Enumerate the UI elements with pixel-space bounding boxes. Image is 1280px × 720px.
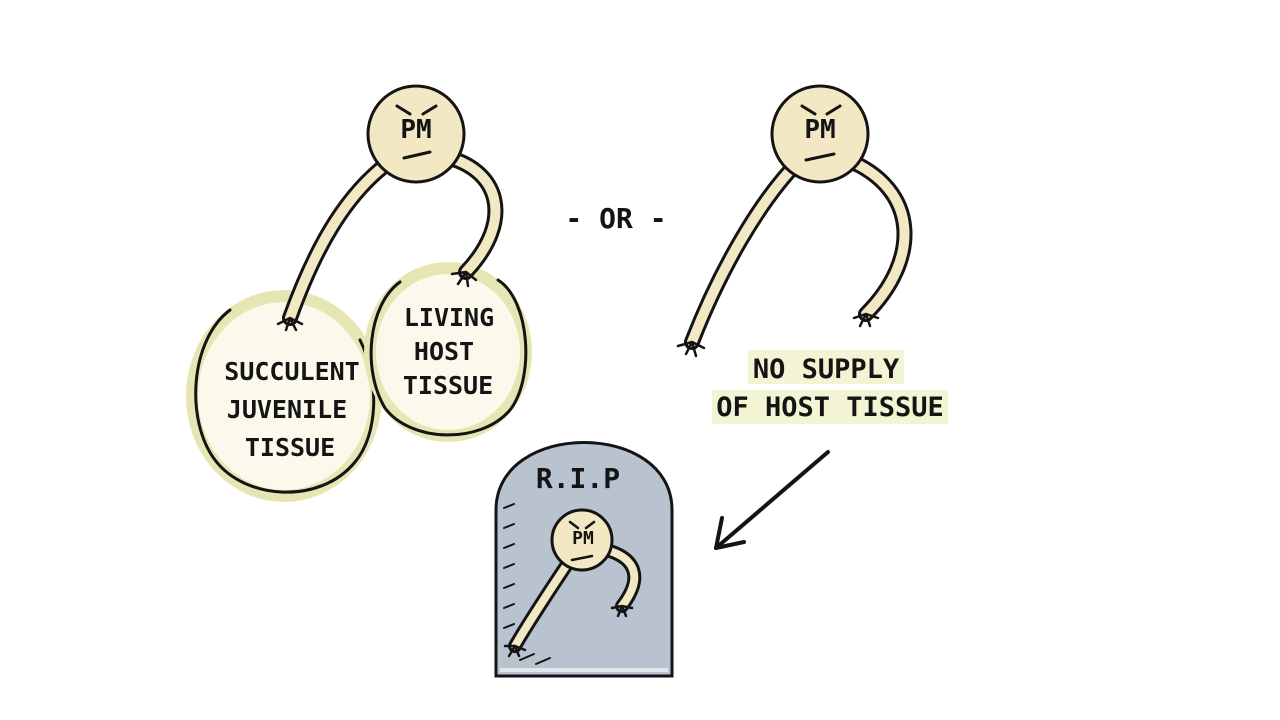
host-label-line-1: LIVING [404, 303, 494, 332]
creature-label: PM [804, 115, 835, 145]
left-scene: SUCCULENT JUVENILE TISSUE LIVING HOST TI… [186, 84, 532, 502]
right-scene: PM NO SUPPLY OF HOST TISSUE [676, 84, 948, 550]
tissue-circle-succulent: SUCCULENT JUVENILE TISSUE [186, 290, 382, 502]
or-separator: - OR - [565, 202, 666, 235]
arrow-down-left-icon [714, 450, 830, 550]
creature-label: PM [400, 115, 431, 145]
left-creature-arms [276, 148, 504, 332]
no-supply-caption: NO SUPPLY OF HOST TISSUE [712, 350, 948, 424]
tissue-label-line-3: TISSUE [245, 433, 335, 462]
tissue-label-line-2: JUVENILE [227, 395, 347, 424]
caption-line-1: NO SUPPLY [753, 354, 900, 385]
creature-label: PM [572, 528, 594, 549]
host-label-line-3: TISSUE [403, 371, 493, 400]
tissue-circle-living-host: LIVING HOST TISSUE [364, 262, 532, 442]
tomb-creature: PM [503, 508, 642, 658]
right-creature-head: PM [770, 84, 870, 184]
caption-line-2: OF HOST TISSUE [716, 392, 944, 423]
rip-inscription: R.I.P [536, 462, 620, 495]
tissue-label-line-1: SUCCULENT [224, 357, 359, 386]
host-label-line-2: HOST [414, 337, 474, 366]
left-creature-head: PM [366, 84, 466, 184]
right-creature-arms [676, 152, 913, 358]
tombstone: R.I.P PM [494, 441, 674, 678]
